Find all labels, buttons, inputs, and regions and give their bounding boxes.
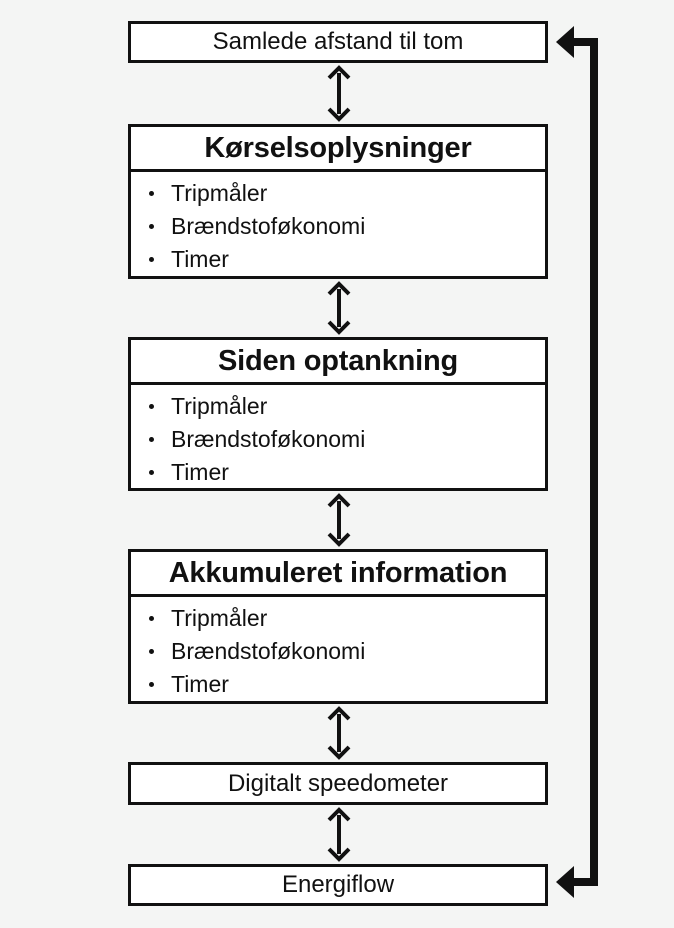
list-item: Timer	[145, 243, 545, 276]
arrowhead-icon	[556, 26, 574, 58]
double-arrow-icon	[327, 65, 351, 122]
node-driving-info: Kørselsoplysninger Tripmåler Brændstoføk…	[128, 124, 548, 279]
node-accumulated-title: Akkumuleret information	[131, 552, 545, 597]
double-arrow-icon	[327, 281, 351, 335]
node-driving-info-title: Kørselsoplysninger	[131, 127, 545, 172]
node-digital-speedometer-label: Digitalt speedometer	[227, 769, 449, 797]
list-item: Brændstoføkonomi	[145, 210, 545, 243]
list-item: Brændstoføkonomi	[145, 635, 545, 668]
node-driving-info-list: Tripmåler Brændstoføkonomi Timer	[131, 172, 545, 276]
node-digital-speedometer: Digitalt speedometer	[128, 762, 548, 805]
list-item: Timer	[145, 668, 545, 701]
list-item: Tripmåler	[145, 390, 545, 423]
node-total-distance-label: Samlede afstand til tom	[212, 28, 464, 55]
node-total-distance: Samlede afstand til tom	[128, 21, 548, 63]
list-item: Timer	[145, 456, 545, 489]
list-item: Brændstoføkonomi	[145, 423, 545, 456]
node-since-refuel-title: Siden optankning	[131, 340, 545, 385]
node-energy-flow-label: Energiflow	[281, 871, 395, 898]
double-arrow-icon	[327, 706, 351, 760]
list-item: Tripmåler	[145, 602, 545, 635]
node-accumulated-list: Tripmåler Brændstoføkonomi Timer	[131, 597, 545, 701]
node-since-refuel-list: Tripmåler Brændstoføkonomi Timer	[131, 385, 545, 489]
double-arrow-icon	[327, 807, 351, 862]
arrowhead-icon	[556, 866, 574, 898]
node-since-refuel: Siden optankning Tripmåler Brændstoføkon…	[128, 337, 548, 491]
node-accumulated: Akkumuleret information Tripmåler Brænds…	[128, 549, 548, 704]
list-item: Tripmåler	[145, 177, 545, 210]
node-energy-flow: Energiflow	[128, 864, 548, 906]
double-arrow-icon	[327, 493, 351, 547]
